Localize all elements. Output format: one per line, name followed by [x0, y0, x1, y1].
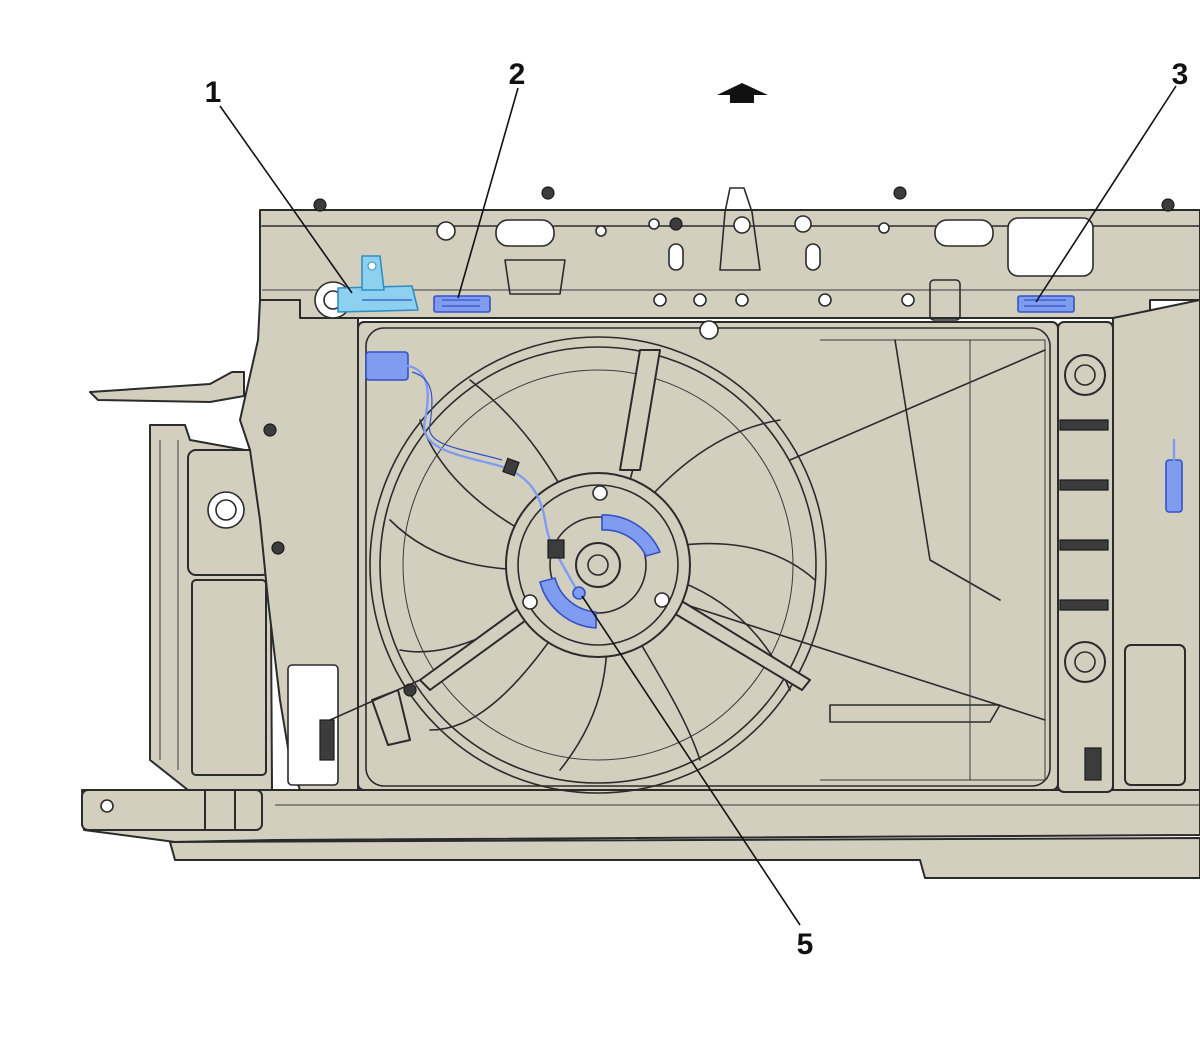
lower-cross-member: [81, 789, 1200, 879]
fan-mount-left: [319, 679, 421, 761]
callout-1: 1: [205, 76, 222, 109]
component-3: [1017, 295, 1075, 313]
cooling-fan-icon: [369, 336, 827, 794]
right-side-connector: [1165, 438, 1183, 513]
component-2: [433, 295, 491, 313]
component-1: [337, 255, 419, 313]
leader-lines: [219, 85, 1177, 926]
component-5-harness: [365, 351, 661, 629]
left-side-bracket: [89, 371, 273, 791]
callout-5: 5: [797, 928, 814, 961]
forward-arrow-icon: [717, 83, 768, 103]
fan-shroud: [357, 279, 1059, 791]
callout-2: 2: [509, 58, 526, 91]
right-radiator-tank: [1057, 299, 1200, 793]
callout-3: 3: [1172, 58, 1189, 91]
